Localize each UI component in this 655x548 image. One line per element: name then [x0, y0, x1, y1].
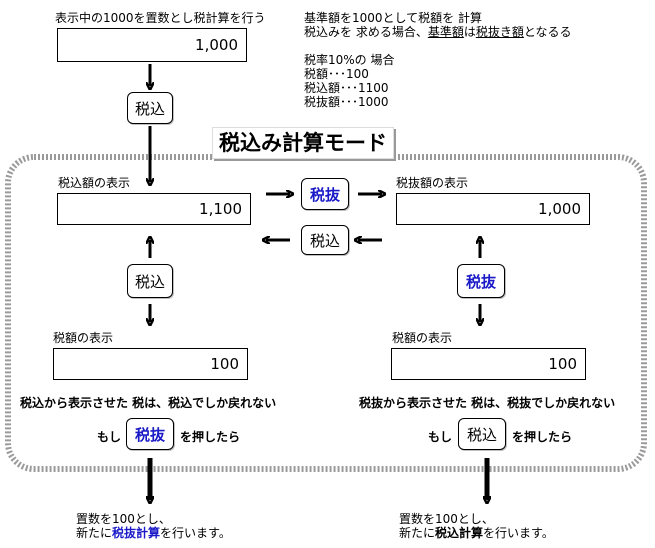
- left-total-display: 1,100: [57, 193, 251, 225]
- taxin-button-center[interactable]: 税込: [301, 225, 349, 255]
- explain-line2-c: は: [463, 25, 476, 39]
- right-total-caption: 税抜額の表示: [396, 176, 469, 190]
- input-display: 1,000: [57, 28, 247, 62]
- right-result-line1: 置数を100とし、: [399, 512, 494, 526]
- explain-line2: 税込みを 求める場合、基準額は税抜き額となるる: [304, 25, 572, 39]
- explain-taxout: 税抜額･･･1000: [304, 95, 389, 109]
- right-result-suffix: を行います。: [483, 526, 554, 540]
- right-tax-display: 100: [391, 348, 586, 380]
- left-tax-display: 100: [53, 348, 248, 380]
- right-result-prefix: 新たに: [399, 526, 436, 540]
- right-tax-caption: 税額の表示: [392, 331, 453, 345]
- left-result-suffix: を行います。: [160, 526, 231, 540]
- right-if-post: を押したら: [512, 430, 573, 444]
- explain-rate: 税率10%の 場合: [304, 53, 395, 67]
- mode-title: 税込み計算モード: [212, 127, 394, 159]
- left-result: 置数を100とし、 新たに税抜計算を行います。: [76, 512, 231, 540]
- explain-line2-a: 税込みを 求める場合、: [304, 25, 428, 39]
- explain-block: 基準額を1000として税額を 計算 税込みを 求める場合、基準額は税抜き額となる…: [304, 11, 572, 109]
- explain-line2-base: 基準額: [427, 25, 464, 39]
- taxout-button-right[interactable]: 税抜: [457, 264, 505, 298]
- left-total-caption: 税込額の表示: [58, 176, 131, 190]
- top-caption: 表示中の1000を置数とし税計算を行う: [55, 11, 266, 25]
- taxout-button-left-note[interactable]: 税抜: [126, 418, 174, 450]
- taxout-button-center[interactable]: 税抜: [301, 178, 349, 210]
- right-note: 税抜から表示させた 税は、税抜でしか戻れない: [359, 396, 616, 410]
- left-result-mode: 税抜計算: [112, 526, 161, 540]
- left-note: 税込から表示させた 税は、税込でしか戻れない: [20, 396, 277, 410]
- taxin-button-left[interactable]: 税込: [127, 264, 173, 298]
- left-tax-caption: 税額の表示: [53, 331, 114, 345]
- right-result-line2: 新たに税込計算を行います。: [399, 526, 554, 540]
- right-result-mode: 税込計算: [435, 526, 484, 540]
- explain-taxin: 税込額･･･1100: [304, 81, 389, 95]
- taxin-button-right-note[interactable]: 税込: [458, 418, 506, 450]
- left-if-post: を押したら: [180, 430, 241, 444]
- left-result-prefix: 新たに: [76, 526, 113, 540]
- left-result-line1: 置数を100とし、: [76, 512, 171, 526]
- right-if-pre: もし: [428, 430, 453, 444]
- explain-line1: 基準額を1000として税額を 計算: [304, 11, 482, 25]
- right-total-display: 1,000: [396, 193, 590, 225]
- taxin-button-top[interactable]: 税込: [127, 92, 173, 124]
- left-if-pre: もし: [97, 430, 122, 444]
- right-result: 置数を100とし、 新たに税込計算を行います。: [399, 512, 554, 540]
- explain-tax: 税額･･･100: [304, 67, 369, 81]
- explain-line2-e: となるる: [523, 25, 572, 39]
- explain-line2-taxout: 税抜き額: [475, 25, 524, 39]
- left-result-line2: 新たに税抜計算を行います。: [76, 526, 231, 540]
